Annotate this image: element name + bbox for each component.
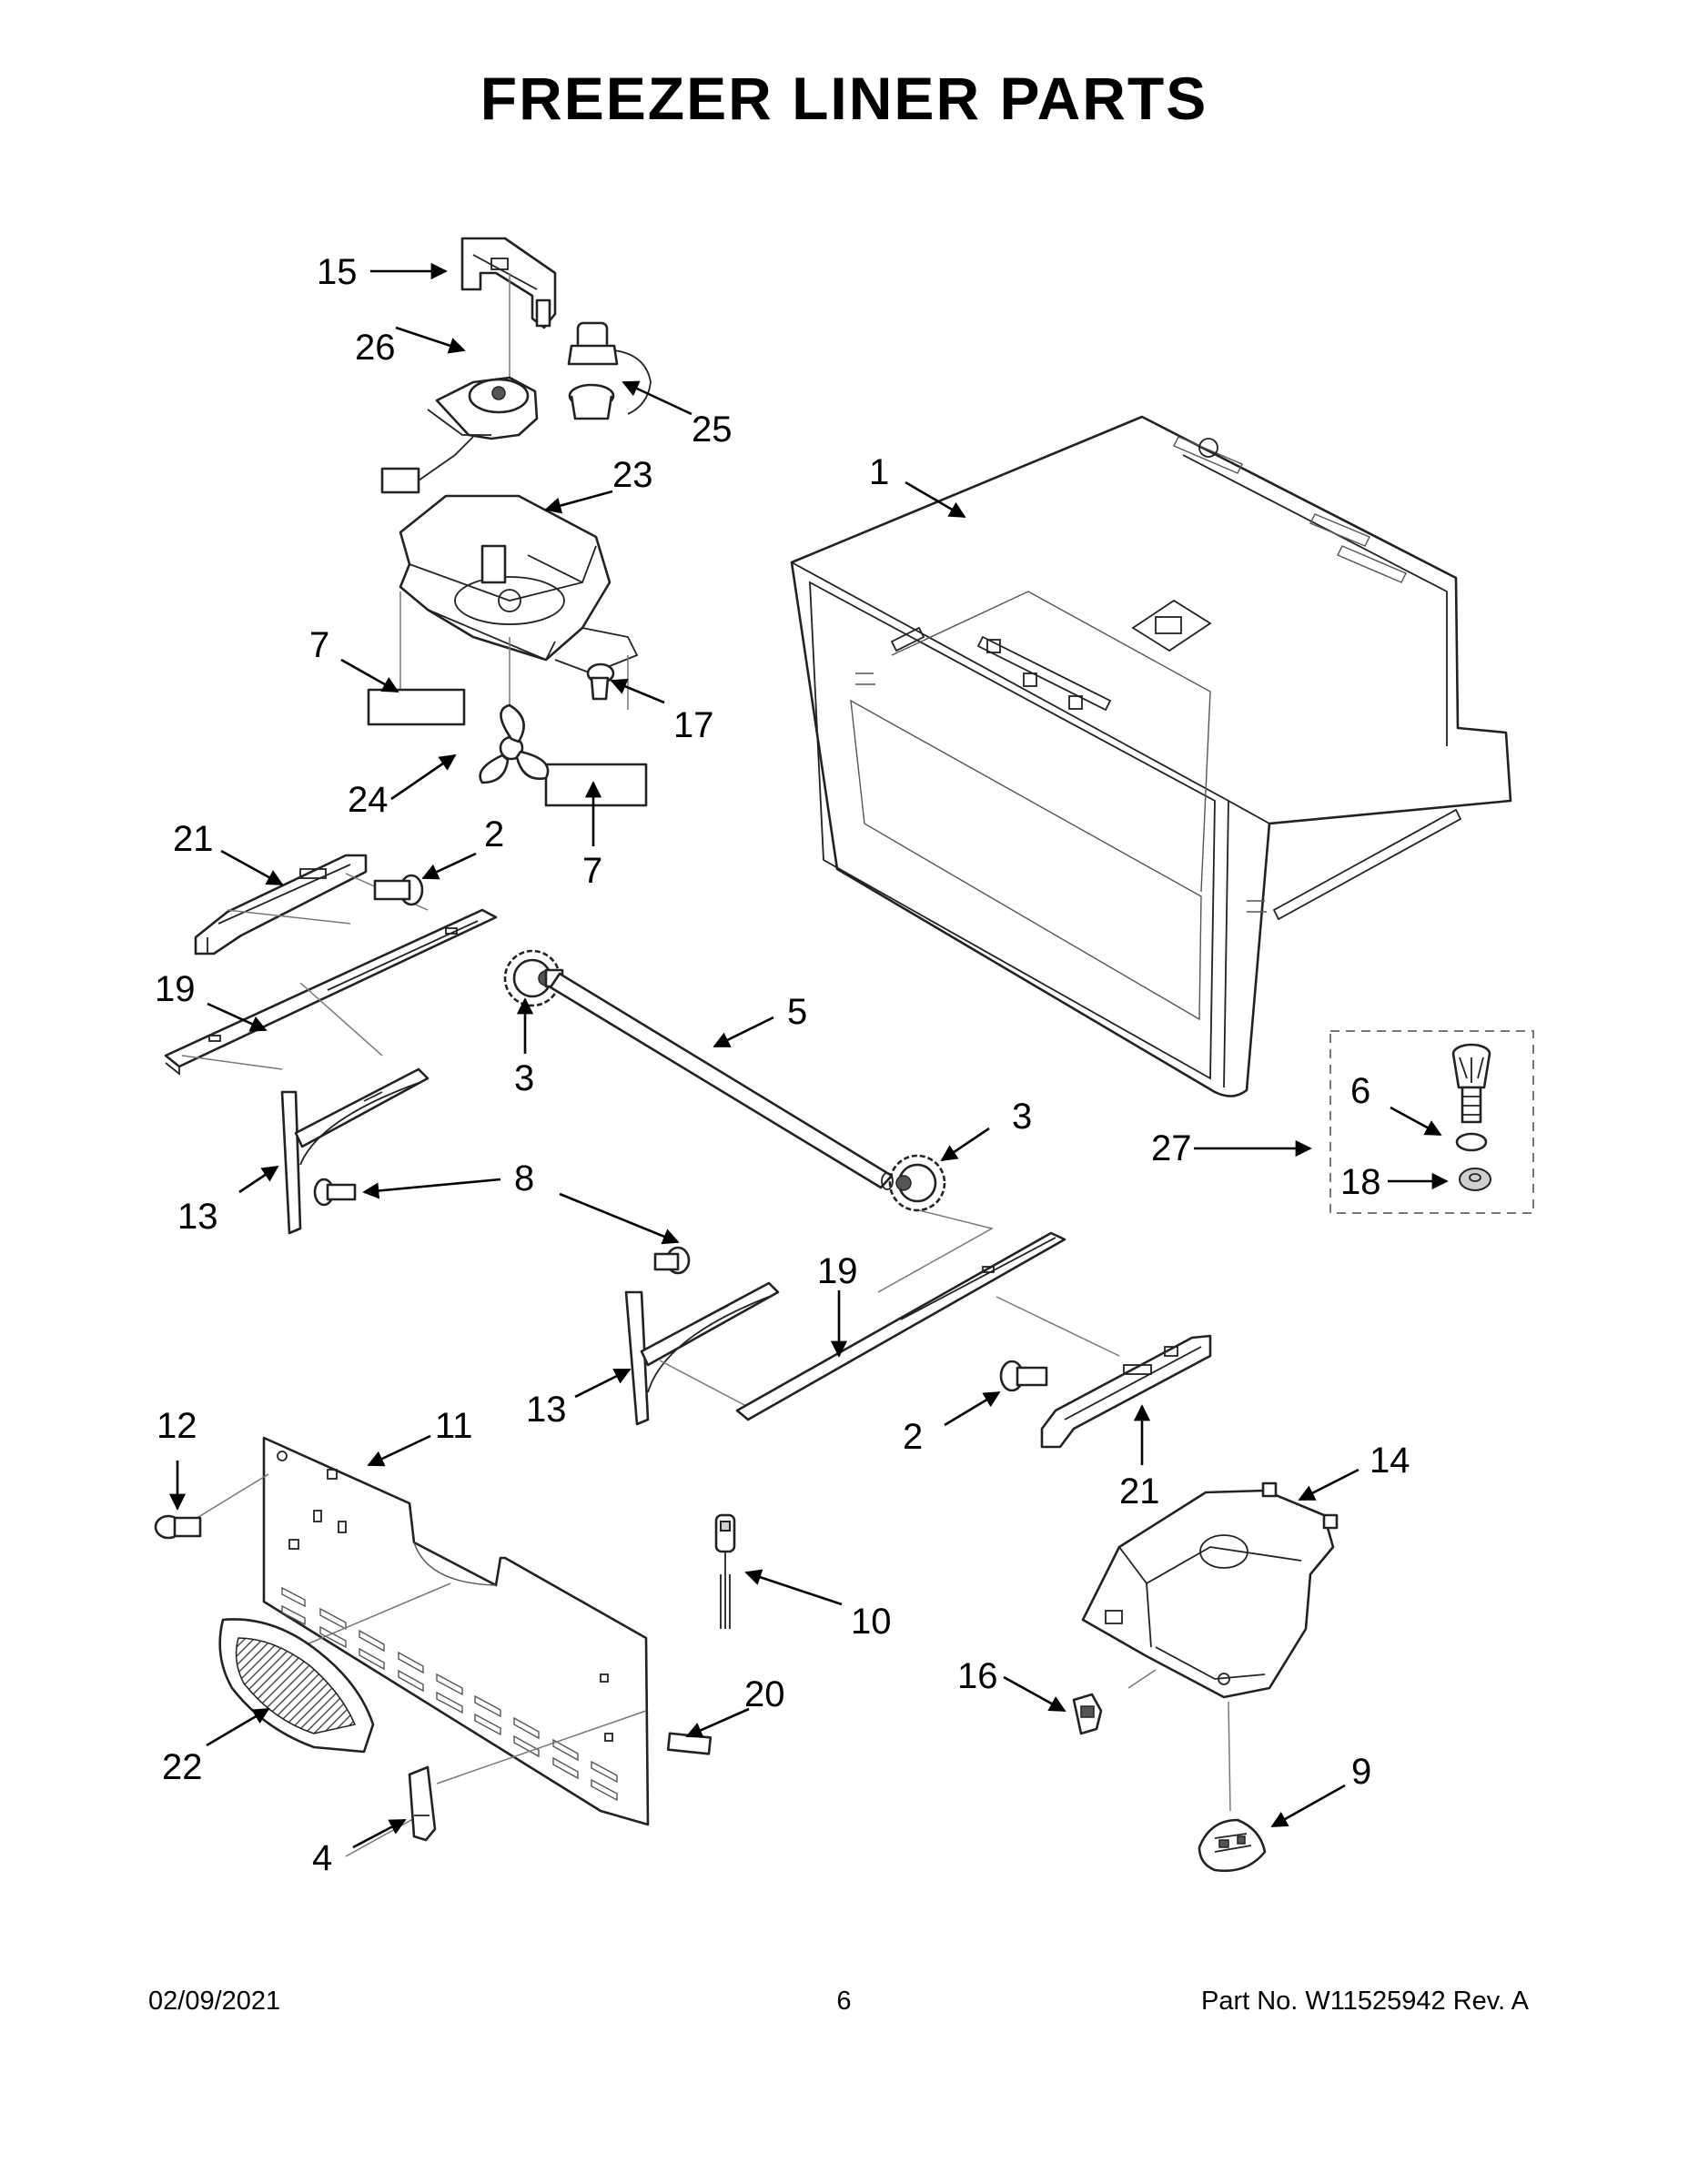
foam-strip-upper xyxy=(367,688,466,726)
air-duct xyxy=(1081,1481,1339,1699)
wire-clip xyxy=(408,1765,437,1842)
callout-21-upper: 21 xyxy=(173,819,214,859)
callout-15: 15 xyxy=(317,252,358,292)
callout-10: 10 xyxy=(851,1602,892,1642)
callout-9: 9 xyxy=(1351,1752,1371,1792)
pinion-shaft xyxy=(549,972,894,1190)
slide-support-center xyxy=(624,1281,780,1426)
callout-25: 25 xyxy=(692,410,733,450)
callout-3-left: 3 xyxy=(514,1058,534,1098)
leader-lines xyxy=(168,262,1449,1849)
fan-blade xyxy=(479,703,550,784)
callout-8-left: 8 xyxy=(514,1158,534,1198)
footer-part-info: Part No. W11525942 Rev. A xyxy=(1200,1987,1529,2016)
fan-bracket xyxy=(460,237,557,329)
air-grille xyxy=(218,1618,375,1754)
callout-22: 22 xyxy=(162,1747,203,1787)
fan-housing xyxy=(399,494,639,674)
callout-20: 20 xyxy=(744,1674,785,1714)
bracket-screw-right xyxy=(999,1360,1048,1392)
callout-13-right: 13 xyxy=(526,1390,567,1430)
page-title: FREEZER LINER PARTS xyxy=(480,65,1208,132)
fan-motor xyxy=(380,376,539,494)
slide-rail-right xyxy=(735,1231,1066,1421)
slide-support-left xyxy=(280,1067,430,1235)
callout-23: 23 xyxy=(612,455,653,495)
motor-grommets xyxy=(567,321,652,420)
kit-27-box xyxy=(1329,1030,1534,1214)
callout-2-right: 2 xyxy=(903,1417,923,1457)
callout-13-left: 13 xyxy=(177,1197,218,1237)
rear-cover-panel xyxy=(262,1436,650,1826)
pinion-gear-right xyxy=(888,1154,946,1212)
callout-labels: 15 26 25 1 23 7 17 24 7 21 2 19 3 5 3 6 … xyxy=(155,252,1410,1878)
callout-27: 27 xyxy=(1151,1128,1192,1168)
callout-7-lower: 7 xyxy=(582,851,602,891)
slide-rail-left xyxy=(164,908,498,1076)
callout-14: 14 xyxy=(1370,1441,1410,1481)
callout-3-right: 3 xyxy=(1012,1097,1032,1137)
callout-19-left: 19 xyxy=(155,969,196,1009)
callout-19-right: 19 xyxy=(817,1251,858,1291)
callout-4: 4 xyxy=(312,1838,332,1878)
slide-bracket-left xyxy=(194,854,368,956)
callout-26: 26 xyxy=(355,328,396,368)
damper-clip xyxy=(1072,1693,1103,1735)
callout-1: 1 xyxy=(869,452,889,492)
support-screw-left xyxy=(313,1178,357,1207)
support-screw-center xyxy=(653,1246,691,1275)
callout-6: 6 xyxy=(1350,1071,1370,1111)
callout-2-upper: 2 xyxy=(484,814,504,854)
drain-seal xyxy=(1459,1168,1491,1191)
callout-12: 12 xyxy=(157,1406,197,1446)
callout-17: 17 xyxy=(673,705,714,745)
bracket-screw-left xyxy=(373,874,424,906)
foam-strip-lower xyxy=(544,763,648,807)
callout-18: 18 xyxy=(1340,1162,1381,1202)
footer-date: 02/09/2021 xyxy=(148,1987,281,2016)
callout-24: 24 xyxy=(348,780,389,820)
footer-page-number: 6 xyxy=(836,1987,852,2016)
callout-5: 5 xyxy=(787,992,807,1032)
pinion-gear-left xyxy=(503,949,564,1007)
housing-screw xyxy=(586,662,615,701)
o-ring xyxy=(1455,1132,1488,1152)
callout-21-right: 21 xyxy=(1119,1471,1160,1512)
damper-knob xyxy=(1198,1818,1267,1873)
callout-16: 16 xyxy=(957,1656,998,1696)
freezer-liner xyxy=(790,415,1512,1097)
drain-valve xyxy=(1451,1043,1491,1124)
thermistor xyxy=(714,1513,736,1629)
callout-7-upper: 7 xyxy=(309,625,329,665)
callout-11: 11 xyxy=(435,1406,473,1446)
panel-screw xyxy=(154,1514,202,1540)
slide-bracket-right xyxy=(1040,1334,1212,1449)
